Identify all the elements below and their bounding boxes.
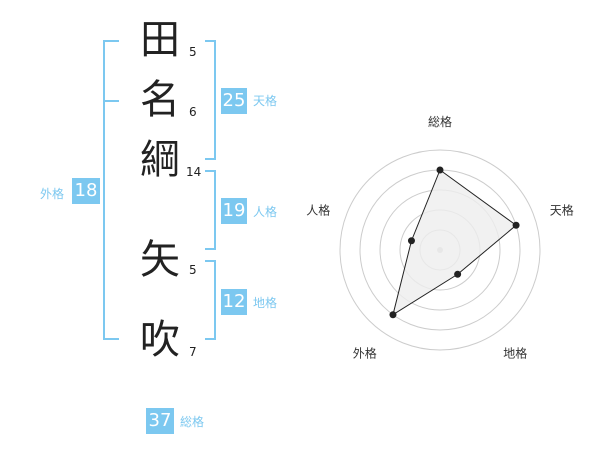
gaikaku-score: 18 xyxy=(72,178,100,204)
radar-axis-label-2: 天格 xyxy=(550,202,574,217)
soukaku-score: 37 xyxy=(146,408,174,434)
radar-axis-label-4: 外格 xyxy=(353,346,377,361)
soukaku-label: 総格 xyxy=(180,415,205,429)
tenkaku-score: 25 xyxy=(221,88,247,114)
radar-point-4 xyxy=(389,311,397,319)
gaikaku-bracket-tick xyxy=(103,100,119,102)
name-char-3: 綱 xyxy=(140,137,180,183)
chikaku-label: 地格 xyxy=(253,296,278,310)
radar-ring xyxy=(339,149,541,351)
name-char-5: 吹 xyxy=(140,317,180,363)
radar-point-5 xyxy=(407,237,415,245)
tenkaku-label: 天格 xyxy=(253,94,278,108)
jinkaku-score: 19 xyxy=(221,198,247,224)
name-char-4: 矢 xyxy=(140,237,180,283)
name-char-2: 名 xyxy=(140,77,180,123)
radar-point-2 xyxy=(512,221,520,229)
jinkaku-label: 人格 xyxy=(253,205,278,219)
stroke-count-1: 5 xyxy=(189,45,197,59)
stroke-count-5: 7 xyxy=(189,345,197,359)
radar-axis-label-3: 地格 xyxy=(503,346,527,361)
radar-axis-label-1: 総格 xyxy=(428,114,452,129)
radar-polygon xyxy=(392,169,517,316)
stroke-count-3: 14 xyxy=(186,165,202,179)
radar-point-1 xyxy=(436,166,444,174)
tenkaku-bracket xyxy=(205,40,216,160)
radar-shape xyxy=(389,166,520,319)
stroke-count-4: 5 xyxy=(189,263,197,277)
radar-point-3 xyxy=(454,270,462,278)
gaikaku-label: 外格 xyxy=(40,187,65,201)
chikaku-score: 12 xyxy=(221,289,247,315)
name-char-1: 田 xyxy=(140,17,180,63)
jinkaku-bracket xyxy=(205,170,216,250)
gaikaku-bracket xyxy=(103,40,119,340)
stroke-count-2: 6 xyxy=(189,105,197,119)
radar-axis-label-5: 人格 xyxy=(306,202,330,217)
chikaku-bracket xyxy=(205,260,216,340)
